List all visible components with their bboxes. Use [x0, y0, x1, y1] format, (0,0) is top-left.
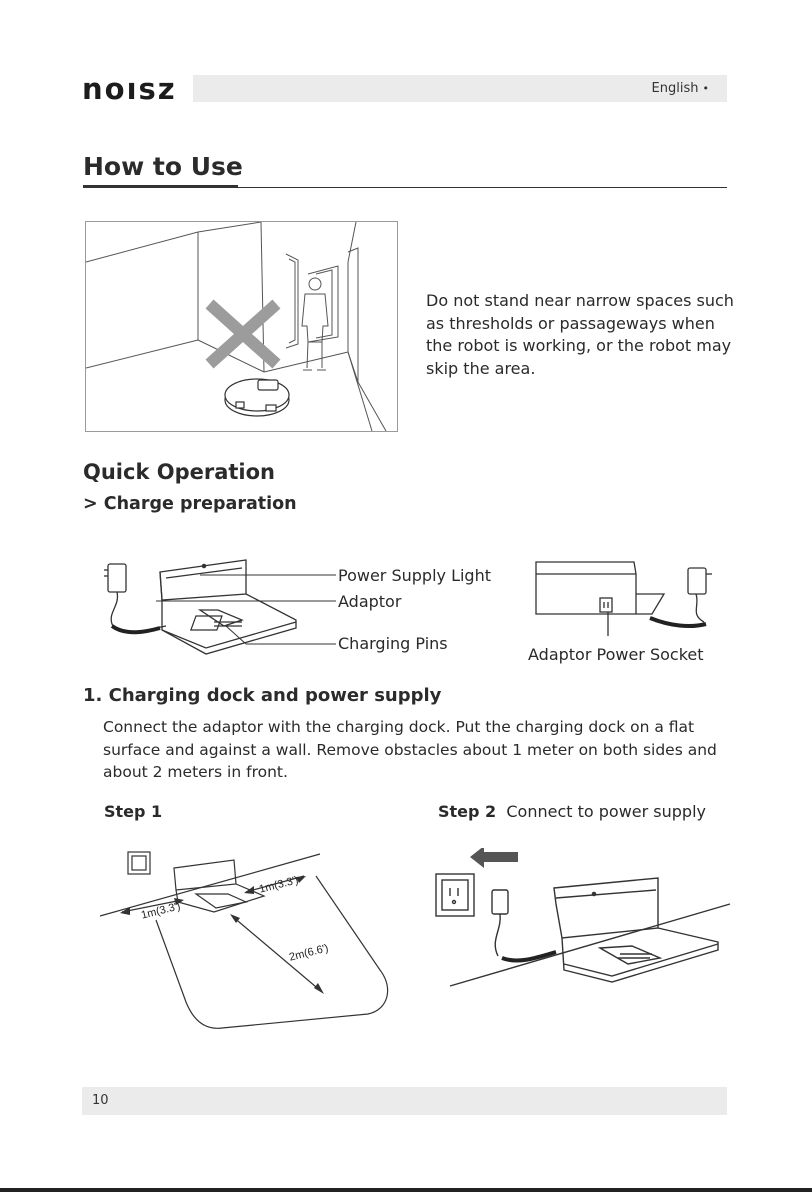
- language-indicator: English•: [652, 80, 709, 97]
- language-dot-icon: •: [702, 82, 710, 95]
- language-label: English: [651, 81, 699, 96]
- power-supply-light-label: Power Supply Light: [338, 566, 491, 585]
- hallway-scene-icon: [85, 221, 387, 432]
- charge-preparation-heading: > Charge preparation: [83, 494, 297, 514]
- bottom-edge: [0, 1188, 812, 1192]
- step2-power-icon: [435, 848, 731, 987]
- title-divider: [83, 187, 727, 188]
- hallway-illustration: [85, 221, 398, 432]
- adaptor-power-socket-label: Adaptor Power Socket: [528, 645, 704, 664]
- charging-dock-heading: 1. Charging dock and power supply: [83, 685, 442, 706]
- step2-title: Step 2 Connect to power supply: [438, 802, 706, 822]
- charging-dock-paragraph: Connect the adaptor with the charging do…: [103, 718, 717, 781]
- page-title: How to Use: [83, 152, 243, 181]
- step1-clearance-icon: [99, 851, 389, 1029]
- step2-label: Step 2: [438, 802, 497, 821]
- step1-title: Step 1: [104, 802, 162, 822]
- page-number: 10: [92, 1093, 109, 1108]
- adaptor-label: Adaptor: [338, 592, 402, 611]
- charging-dock-front-icon: [104, 559, 336, 655]
- brand-logo: noısz: [82, 72, 177, 106]
- step1-label: Step 1: [104, 802, 163, 821]
- charging-pins-label: Charging Pins: [338, 634, 448, 653]
- warning-text: Do not stand near narrow spaces such as …: [426, 291, 734, 378]
- title-underline: [83, 185, 238, 188]
- footer-bar: 10: [82, 1087, 727, 1115]
- charging-dock-rear-icon: [535, 561, 712, 636]
- header-bar: English•: [193, 75, 727, 102]
- quick-operation-heading: Quick Operation: [83, 460, 275, 484]
- step2-text: Connect to power supply: [506, 802, 706, 821]
